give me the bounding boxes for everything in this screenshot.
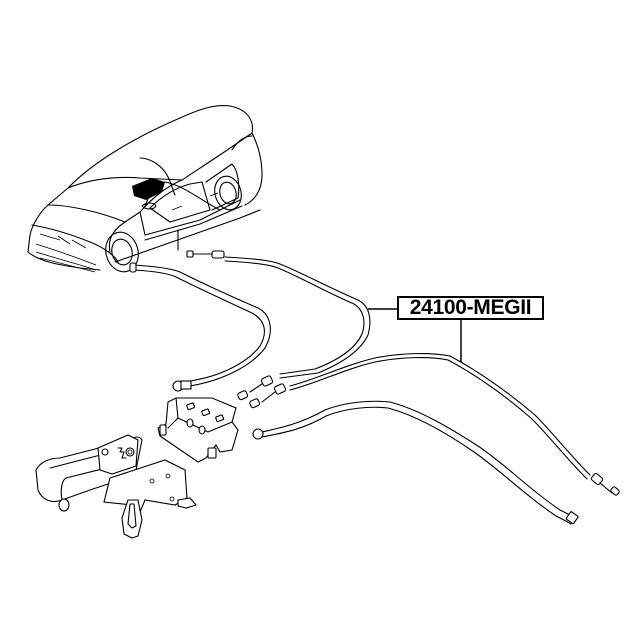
part-number-callout: 24100-MEGII	[397, 296, 544, 320]
cable-right-lower	[252, 400, 579, 525]
cable-left	[129, 262, 271, 392]
cable-center	[186, 250, 371, 401]
equalizer-bracket	[157, 397, 239, 463]
handbrake-lever	[35, 434, 197, 539]
vehicle-illustration	[27, 105, 263, 273]
cable-right-long	[249, 352, 620, 496]
handbrake-location-highlight	[132, 157, 221, 211]
callout-leader-lines	[368, 308, 462, 362]
